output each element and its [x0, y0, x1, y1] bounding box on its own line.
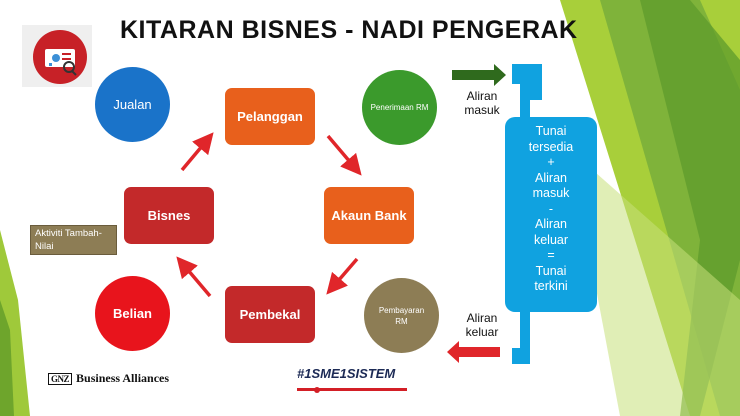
- cash-line-5: Aliran keluar: [533, 217, 569, 247]
- logo-frame: [22, 25, 92, 87]
- aliran-masuk-label: Aliran masuk: [464, 89, 500, 117]
- akaun-bank-box: Akaun Bank: [324, 187, 414, 244]
- pembayaran-label: Pembayaran RM: [378, 305, 425, 326]
- business-alliances-text: Business Alliances: [76, 371, 170, 385]
- cash-line-2: +: [547, 155, 555, 169]
- inflow-arrow-icon: [452, 64, 506, 86]
- jualan-label: Jualan: [113, 97, 152, 112]
- value-added-tag: Aktiviti Tambah-Nilai: [30, 225, 117, 255]
- page-title: KITARAN BISNES - NADI PENGERAK: [120, 16, 578, 44]
- sme-hashtag: #1SME1SISTEM: [297, 366, 396, 381]
- cash-line-6: =: [547, 248, 555, 262]
- cash-line-7: Tunai terkini: [534, 263, 568, 294]
- analytics-logo-icon: [33, 30, 87, 84]
- arrow-bisnes-to-pelanggan: [180, 132, 214, 172]
- left-green-shard-dark: [0, 300, 14, 416]
- aliran-keluar-label: Aliran keluar: [465, 311, 499, 339]
- belian-circle: Belian: [95, 276, 170, 351]
- pelanggan-label: Pelanggan: [237, 109, 303, 124]
- bisnes-label: Bisnes: [147, 208, 191, 223]
- arrow-pelanggan-to-akaun: [326, 134, 362, 176]
- pembekal-label: Pembekal: [239, 307, 301, 322]
- bisnes-box: Bisnes: [124, 187, 214, 244]
- penerimaan-label: Penerimaan RM: [370, 103, 429, 112]
- arrow-akaun-to-pembekal: [326, 257, 359, 295]
- belian-label: Belian: [112, 306, 152, 321]
- arrow-pembekal-to-bisnes: [176, 256, 212, 298]
- pembekal-box: Pembekal: [225, 286, 315, 343]
- outflow-arrow-icon: [447, 341, 500, 363]
- jualan-circle: Jualan: [95, 67, 170, 142]
- cash-line-3: Aliran masuk: [532, 170, 570, 201]
- akaun-bank-label: Akaun Bank: [331, 208, 407, 223]
- penerimaan-circle: Penerimaan RM: [362, 70, 437, 145]
- cash-line-4: -: [548, 201, 554, 216]
- green-shard-pale: [570, 150, 740, 416]
- sme-underline-icon: [297, 387, 407, 393]
- sme-logo: #1SME1SISTEM: [297, 366, 407, 399]
- cash-formula-box: Tunai tersedia + Aliran masuk - Aliran k…: [505, 117, 597, 312]
- pembayaran-circle: Pembayaran RM: [364, 278, 439, 353]
- cash-line-1: Tunai tersedia: [528, 124, 574, 154]
- gnz-logo: GNZ: [48, 373, 73, 385]
- pelanggan-box: Pelanggan: [225, 88, 315, 145]
